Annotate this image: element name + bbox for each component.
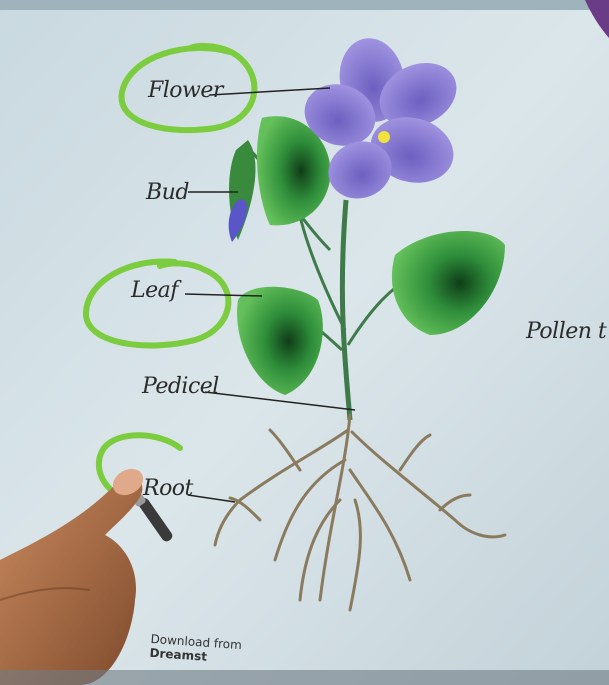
- root-label: Root: [143, 476, 193, 501]
- top-edge: [0, 0, 609, 10]
- leaf-label: Leaf: [131, 278, 178, 303]
- bud-label: Bud: [146, 180, 189, 205]
- bottom-edge: [0, 670, 609, 685]
- pedicel-label: Pedicel: [142, 374, 219, 399]
- pollen-label: Pollen t: [526, 319, 606, 344]
- flower-label: Flower: [148, 78, 223, 103]
